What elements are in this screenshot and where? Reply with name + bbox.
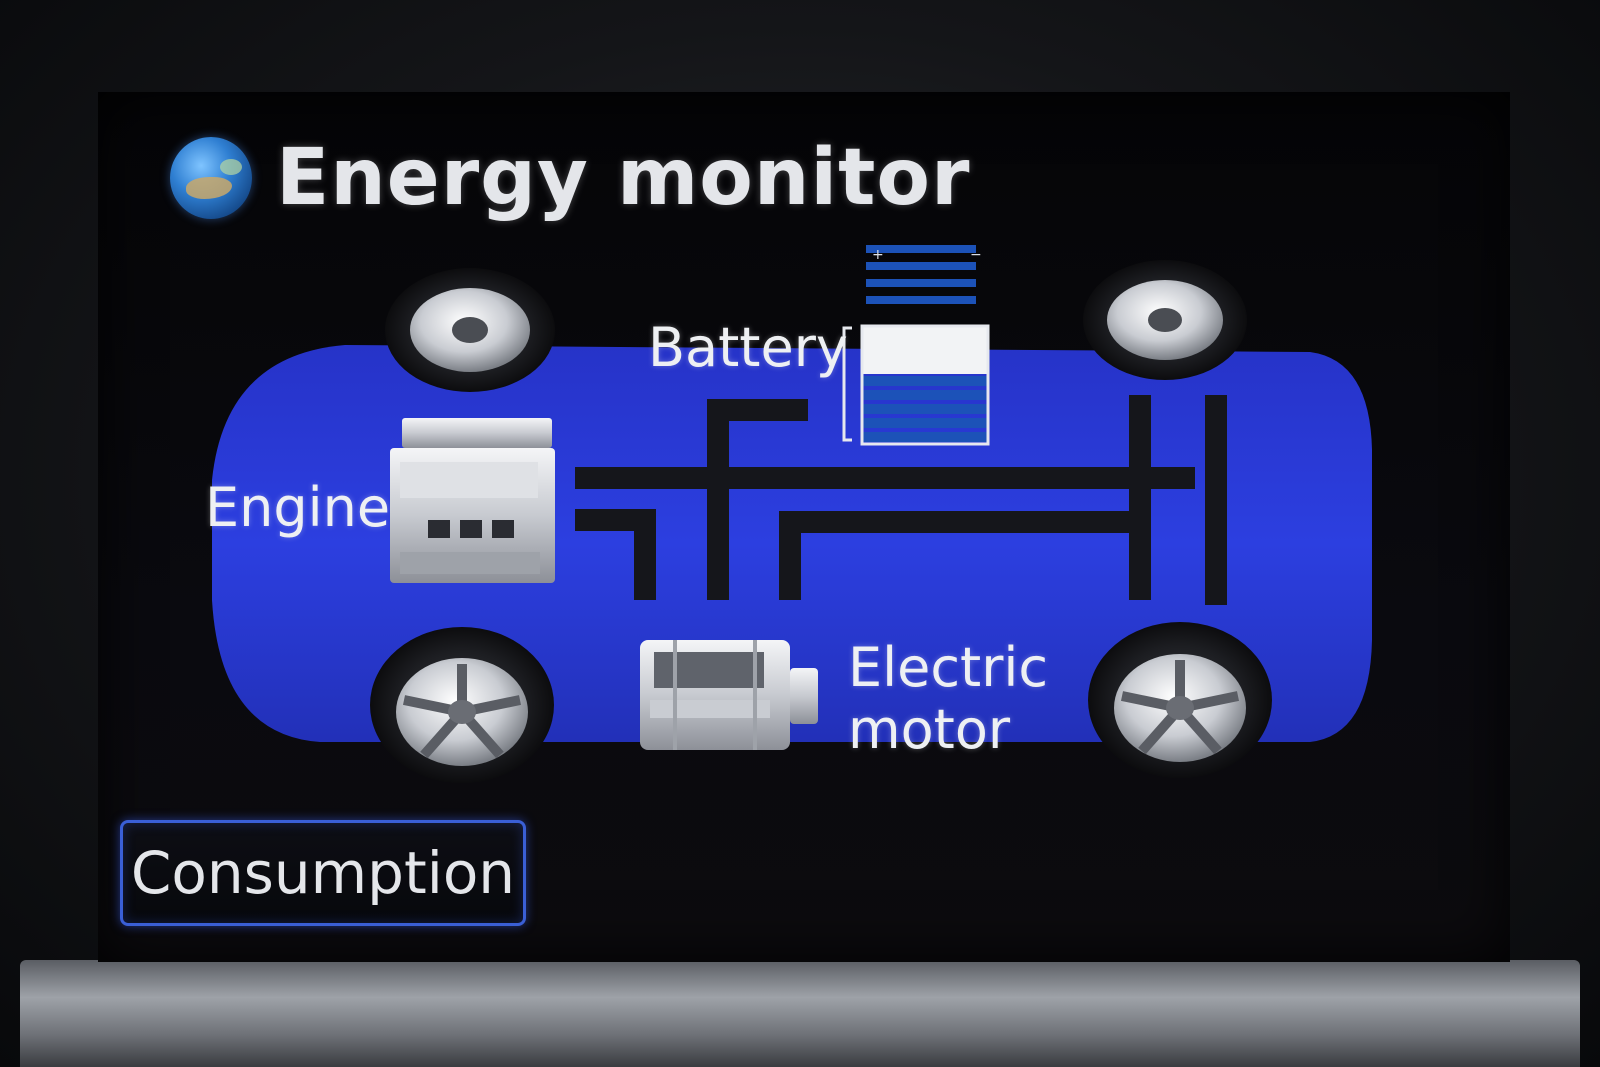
- wheel-rear-right-icon: [1088, 622, 1272, 778]
- svg-text:+: +: [872, 247, 884, 263]
- bezel-bottom-trim: [20, 960, 1580, 1067]
- electric-motor-label-line2: motor: [848, 698, 1011, 761]
- page-title: Energy monitor: [276, 133, 971, 223]
- wheel-front-right-icon: [370, 627, 554, 783]
- wheel-rear-left-icon: [1083, 260, 1247, 380]
- header: Energy monitor: [170, 128, 970, 228]
- engine-label: Engine: [205, 476, 391, 539]
- energy-flow-lines: [575, 395, 1227, 605]
- wheel-front-left-icon: [385, 268, 555, 392]
- battery-label: Battery: [648, 316, 848, 379]
- battery-icon: [842, 324, 990, 446]
- electric-motor-label-line1: Electric: [848, 636, 1049, 699]
- consumption-button[interactable]: Consumption: [120, 820, 526, 926]
- svg-text:−: −: [970, 247, 982, 263]
- electric-motor-icon: [640, 640, 818, 750]
- engine-icon: [390, 418, 555, 583]
- globe-icon: [170, 137, 252, 219]
- battery-charge-indicator-icon: + −: [866, 245, 982, 304]
